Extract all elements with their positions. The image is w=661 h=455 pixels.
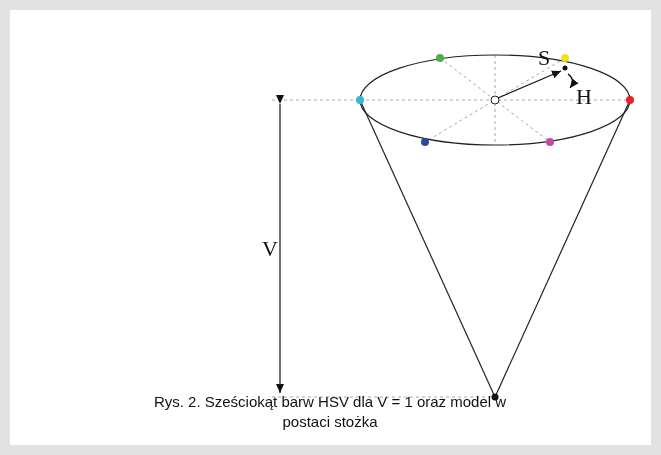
figure-caption: Rys. 2. Sześciokąt barw HSV dla V = 1 or… xyxy=(150,392,510,432)
axis-label: V xyxy=(262,238,278,260)
axis-label: H xyxy=(576,86,592,108)
axis-label: S xyxy=(538,47,550,69)
